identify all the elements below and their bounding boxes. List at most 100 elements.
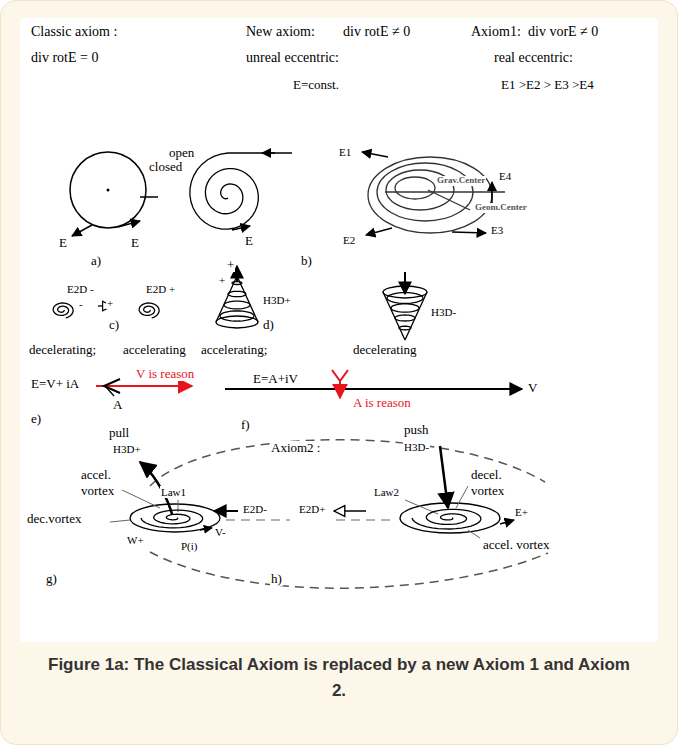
spiral-stroke <box>232 282 242 285</box>
figure-label: H3D+ <box>262 294 292 306</box>
open-spiral-arrows <box>228 153 292 230</box>
cones <box>216 266 427 340</box>
figure-label: vortex <box>470 484 505 498</box>
figure-stroke <box>452 232 486 233</box>
figure-label: Axiom1: <box>470 24 522 39</box>
figure-label: Classic axiom : <box>30 24 118 39</box>
figure-label: W+ <box>126 534 145 546</box>
vortex-arrows <box>140 446 514 530</box>
figure-label: E2 <box>342 234 356 246</box>
figure-label: f) <box>240 418 251 432</box>
figure-label: E2D+ <box>298 503 326 515</box>
figure-label: decelerating; <box>28 343 97 357</box>
figure-label: h) <box>270 572 283 586</box>
figure-stroke <box>491 182 493 204</box>
figure-label: g) <box>45 572 58 586</box>
figure-label: P(i) <box>180 540 199 552</box>
figure-label: H3D+ <box>112 443 142 455</box>
vector-e <box>96 379 192 396</box>
figure-stroke <box>140 196 158 198</box>
spirals <box>53 153 481 529</box>
figure-stroke <box>118 221 140 227</box>
figure-label: open <box>168 146 195 160</box>
figure-label: E4 <box>498 170 512 182</box>
figure-label: E <box>244 234 254 248</box>
figure-stroke <box>200 528 212 530</box>
figure-label: dec.vortex <box>26 512 83 526</box>
figure-label: E <box>58 236 68 250</box>
figure-stroke <box>104 379 120 393</box>
vortex-disks <box>130 503 500 533</box>
figure-stroke <box>214 510 238 512</box>
figure-label: E+ <box>514 506 529 518</box>
figure-label: push <box>403 423 430 437</box>
figure-stroke <box>228 152 292 154</box>
figure-label: div vorE ≠ 0 <box>527 24 599 39</box>
figure-label: Law2 <box>373 486 400 498</box>
figure-label: accelerating <box>122 343 187 357</box>
figure-label: E1 <box>338 146 352 158</box>
figure-stroke <box>366 228 392 235</box>
figure-caption: Figure 1a: The Classical Axiom is replac… <box>40 652 638 705</box>
leader-lines <box>110 486 480 538</box>
figure-stroke <box>150 552 548 588</box>
figure-label: E2D- <box>242 503 268 515</box>
spiral-stroke <box>228 291 246 296</box>
figure-stroke <box>440 446 448 508</box>
figure-label: closed <box>148 160 183 174</box>
figure-label: V- <box>214 526 227 538</box>
figure-label: E2D + <box>145 283 176 295</box>
spiral-stroke <box>391 304 419 312</box>
figure-label: E=V+ iA <box>30 377 80 391</box>
eccentric-arrows <box>362 152 492 235</box>
figure-label: accel. vortex <box>482 538 550 552</box>
spiral-stroke <box>141 510 203 528</box>
spiral-stroke <box>224 301 250 309</box>
figure-stroke <box>236 266 238 282</box>
figure-label: a) <box>90 254 102 268</box>
figure-label: d) <box>262 318 275 332</box>
figure-stroke <box>72 225 92 236</box>
eccentric-ellipses <box>368 157 505 233</box>
spiral-stroke <box>53 303 73 318</box>
figure-label: vortex <box>80 484 115 498</box>
figure-label: pull <box>108 426 130 440</box>
figure-stroke <box>383 292 427 340</box>
figure-label: E2D - <box>66 283 95 295</box>
figure-stroke <box>122 490 160 508</box>
figure-label: - <box>78 298 84 310</box>
figure-label: E1 >E2 > E3 >E4 <box>500 78 595 92</box>
figure-label: New axiom: <box>245 24 316 39</box>
figure-label: Grav.Center <box>436 176 486 186</box>
closed-circle <box>70 152 146 236</box>
figure-label: accelerating; <box>200 343 268 357</box>
spiral-stroke <box>139 303 159 318</box>
figure-label: E=A+iV <box>252 372 299 386</box>
figure-label: E3 <box>490 224 504 236</box>
figure-label: accel. <box>80 468 112 482</box>
figure-stroke <box>404 272 406 294</box>
figure-label: V is reason <box>135 367 195 381</box>
figure-stroke <box>225 388 522 390</box>
figure-label: Geom.Center <box>474 203 528 213</box>
spiral-stroke <box>220 311 254 321</box>
figure-label: H3D- <box>430 306 457 318</box>
spiral-stroke <box>190 153 258 229</box>
figure-stroke <box>96 385 192 387</box>
figure-stroke <box>395 177 435 199</box>
figure-label: decel. <box>470 468 503 482</box>
spiral-stroke <box>395 315 415 321</box>
figure-stroke <box>262 152 275 154</box>
figure-stroke <box>456 486 468 508</box>
figure-label: decelerating <box>352 343 418 357</box>
spiral-stroke <box>387 293 423 304</box>
figure-label: div rotE = 0 <box>30 50 99 65</box>
axiom2-loop <box>150 440 548 588</box>
figure-stroke <box>70 152 146 228</box>
vector-f <box>225 370 522 398</box>
figure-label: div rotE ≠ 0 <box>342 24 411 39</box>
figure-stroke <box>362 152 388 157</box>
figure-stroke <box>368 157 492 233</box>
figure-stroke <box>150 440 545 486</box>
